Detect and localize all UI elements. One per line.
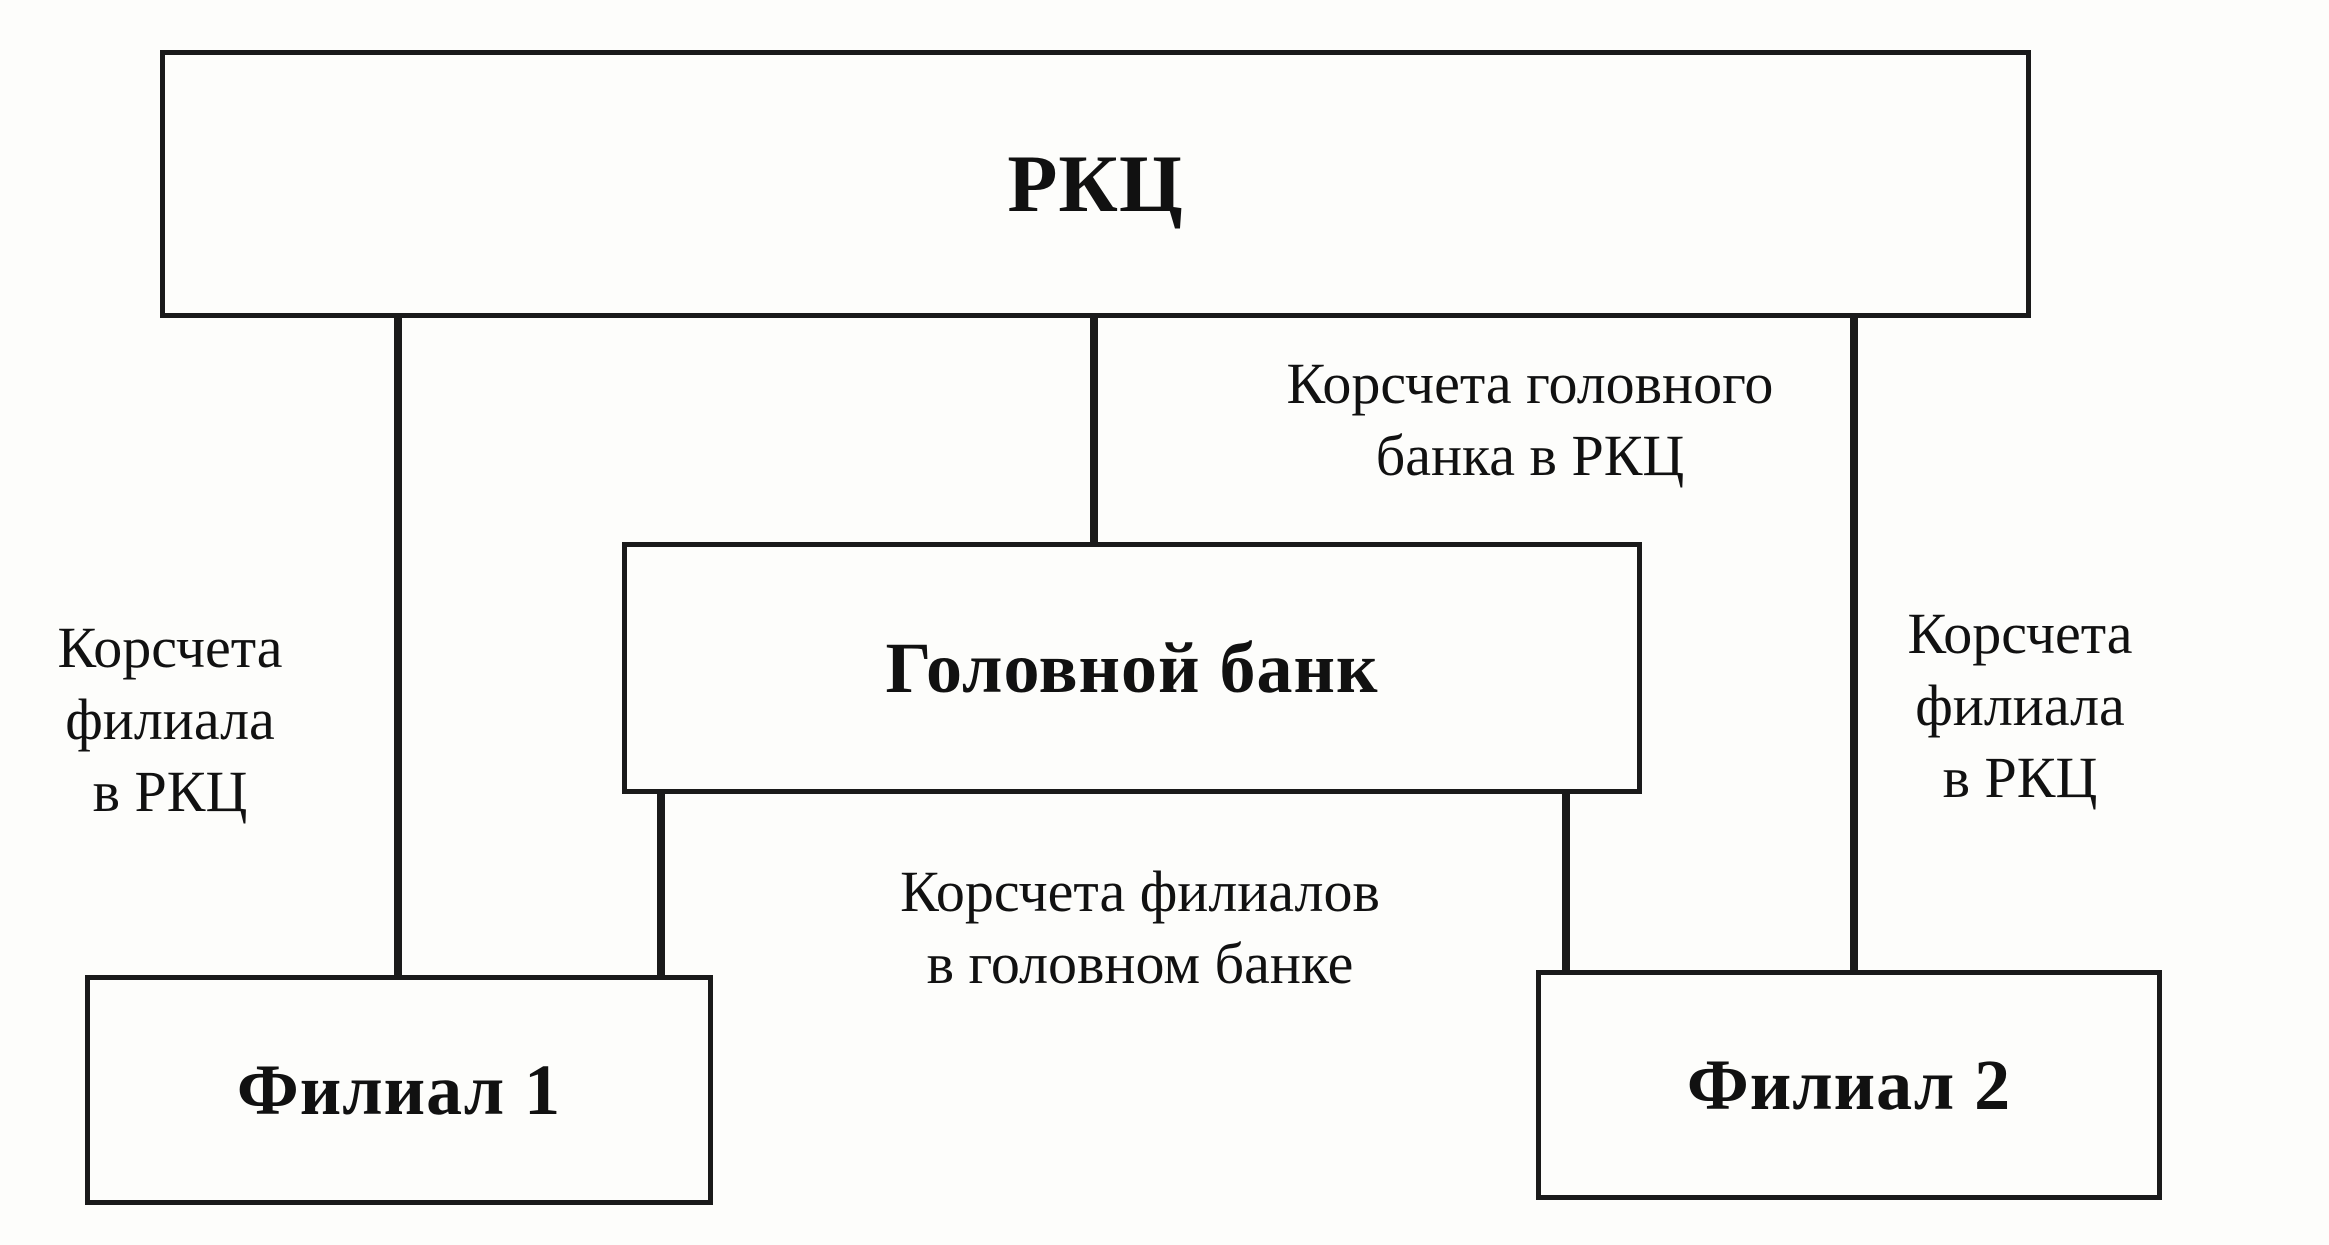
- caption-branch1-accounts: Корсчета филиала в РКЦ: [57, 615, 283, 824]
- branch2-label: Филиал 2: [1686, 1044, 2012, 1125]
- branch1-label: Филиал 1: [236, 1049, 562, 1130]
- line-rkc-branch2: [1850, 313, 1858, 973]
- head-bank-box: Головной банк: [622, 542, 1642, 794]
- line-rkc-branch1: [394, 313, 402, 979]
- line-rkc-head-bank: [1090, 313, 1098, 546]
- line-head-bank-branch1: [657, 790, 665, 979]
- caption-head-bank-accounts: Корсчета головного банка в РКЦ: [1286, 351, 1774, 488]
- rkc-label: РКЦ: [1007, 138, 1184, 229]
- branch1-box: Филиал 1: [85, 975, 713, 1205]
- branch2-box: Филиал 2: [1536, 970, 2162, 1200]
- caption-branch2-accounts: Корсчета филиала в РКЦ: [1907, 601, 2133, 810]
- caption-branches-in-head: Корсчета филиалов в головном банке: [900, 859, 1380, 996]
- line-head-bank-branch2: [1562, 790, 1570, 973]
- rkc-box: РКЦ: [160, 50, 2031, 318]
- head-bank-label: Головной банк: [885, 627, 1379, 708]
